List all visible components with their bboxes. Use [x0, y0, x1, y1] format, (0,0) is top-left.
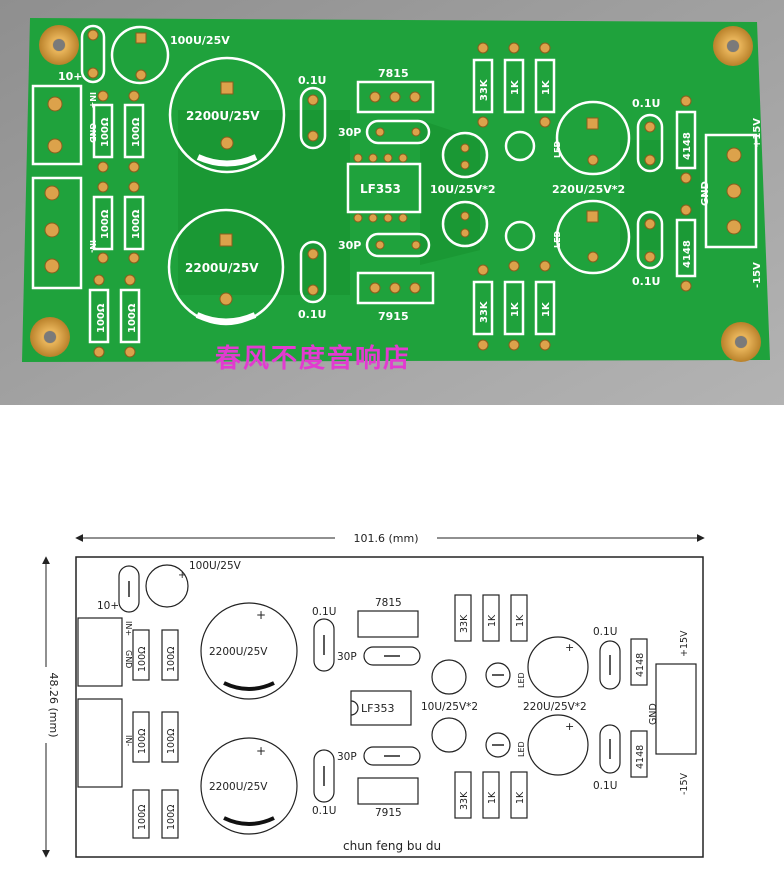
- photo-label-r1k-c: 1K: [510, 301, 521, 317]
- solder-pads: [44, 29, 742, 358]
- photo-label-r100-e: 100Ω: [96, 303, 107, 333]
- drawing-label-reg-top: 7815: [375, 597, 402, 609]
- drawing-label-in-minus: IN-: [124, 735, 133, 746]
- photo-label-r1k-b: 1K: [541, 79, 552, 95]
- photo-label-r1k-d: 1K: [541, 301, 552, 317]
- photo-label-c30-top: 30P: [338, 126, 361, 139]
- svg-text:+: +: [565, 641, 574, 654]
- photo-label-r100-f: 100Ω: [127, 303, 138, 333]
- photo-watermark: 春风不度音响店: [215, 343, 411, 374]
- photo-label-in-plus: IN+: [88, 92, 97, 108]
- drawing-label-r1k-c: 1K: [487, 791, 498, 804]
- drawing-label-r1k-b: 1K: [515, 614, 526, 627]
- photo-label-gnd: GND: [700, 181, 711, 206]
- drawing-label-r100-e: 100Ω: [137, 805, 148, 830]
- photo-label-r100-d: 100Ω: [131, 209, 142, 239]
- photo-label-r100-b: 100Ω: [131, 117, 142, 147]
- drawing-label-plus15: +15V: [679, 630, 690, 657]
- drawing-label-r100-d: 100Ω: [166, 729, 177, 754]
- drawing-label-c100: 100U/25V: [189, 560, 242, 572]
- photo-label-c01-bottom: 0.1U: [298, 308, 326, 321]
- photo-label-reg-bottom: 7915: [378, 310, 409, 323]
- polarity-plus-marks: + + + + +: [178, 570, 574, 758]
- svg-text:+: +: [256, 608, 266, 622]
- photo-label-c01-right-top: 0.1U: [632, 97, 660, 110]
- width-dimension: 101.6 (mm): [353, 532, 418, 545]
- photo-label-opamp: LF353: [360, 182, 401, 196]
- drawing-label-reg-bottom: 7915: [375, 807, 402, 819]
- photo-label-cap-top: 2200U/25V: [186, 109, 260, 123]
- drawing-label-r100-f: 100Ω: [166, 805, 177, 830]
- drawing-label-r33k-top: 33K: [459, 614, 470, 633]
- silkscreen: [31, 24, 758, 344]
- svg-text:+: +: [256, 744, 266, 758]
- height-dimension: 48.26 (mm): [47, 672, 60, 737]
- drawing-footer: chun feng bu du: [343, 839, 441, 853]
- drawing-label-c10: 10+: [97, 600, 119, 612]
- drawing-label-c220x2: 220U/25V*2: [523, 701, 587, 713]
- photo-label-r100-c: 100Ω: [100, 209, 111, 239]
- svg-text:+: +: [565, 720, 574, 733]
- pcb-photo: 100U/25V 10+ 2200U/25V 2200U/25V 0.1U 0.…: [0, 0, 784, 405]
- drawing-label-r33k-bottom: 33K: [459, 791, 470, 810]
- photo-label-r1k-a: 1K: [510, 79, 521, 95]
- drawing-label-gnd: GND: [648, 703, 659, 725]
- photo-label-r33k-top: 33K: [479, 78, 490, 101]
- drawing-label-r1k-d: 1K: [515, 791, 526, 804]
- drawing-label-minus15: -15V: [679, 772, 690, 795]
- drawing-label-led-bottom: LED: [517, 741, 526, 757]
- photo-label-c100: 100U/25V: [170, 34, 230, 47]
- photo-label-cap-bottom: 2200U/25V: [185, 261, 259, 275]
- polarity-marks: [223, 681, 275, 826]
- drawing-label-c30-bottom: 30P: [337, 751, 357, 763]
- photo-label-d4148-bottom: 4148: [682, 240, 693, 268]
- photo-label-led-top: LED: [553, 140, 562, 158]
- photo-label-c30-bottom: 30P: [338, 239, 361, 252]
- drawing-label-c01-top: 0.1U: [312, 606, 336, 618]
- photo-label-c220x2: 220U/25V*2: [552, 183, 625, 196]
- photo-label-minus15: -15V: [752, 262, 763, 288]
- drawing-label-r1k-a: 1K: [487, 614, 498, 627]
- drawing-label-cap-bottom: 2200U/25V: [209, 781, 268, 793]
- photo-label-c10: 10+: [58, 70, 83, 83]
- photo-label-led-bottom: LED: [553, 230, 562, 248]
- drawing-label-d4148-bottom: 4148: [635, 745, 646, 769]
- drawing-label-r100-a: 100Ω: [137, 647, 148, 672]
- drawing-label-c01-right-bottom: 0.1U: [593, 780, 617, 792]
- drawing-label-c01-right-top: 0.1U: [593, 626, 617, 638]
- photo-label-in-minus: IN-: [88, 240, 97, 253]
- drawing-label-r100-b: 100Ω: [166, 647, 177, 672]
- drawing-label-in-gnd: GND: [124, 650, 133, 668]
- drawing-label-c10x2: 10U/25V*2: [421, 701, 478, 713]
- photo-label-c10x2: 10U/25V*2: [430, 183, 495, 196]
- drawing-label-r100-c: 100Ω: [137, 729, 148, 754]
- pcb-layout-drawing: 101.6 (mm) 48.26 (mm): [0, 405, 784, 874]
- board-outline: [75, 556, 704, 858]
- svg-text:+: +: [178, 570, 186, 581]
- photo-label-r33k-bottom: 33K: [479, 300, 490, 323]
- photo-label-plus15: +15V: [752, 118, 763, 148]
- component-symbols: [128, 581, 611, 786]
- photo-label-c01-right-bottom: 0.1U: [632, 275, 660, 288]
- drawing-label-in-plus: IN+: [124, 621, 133, 636]
- photo-label-reg-top: 7815: [378, 67, 409, 80]
- drawing-label-opamp: LF353: [361, 702, 394, 715]
- mounting-holes: [30, 25, 761, 362]
- component-outlines: [77, 564, 697, 839]
- photo-label-c01-top: 0.1U: [298, 74, 326, 87]
- drawing-label-cap-top: 2200U/25V: [209, 646, 268, 658]
- drawing-label-d4148-top: 4148: [635, 653, 646, 677]
- drawing-label-c01-bottom: 0.1U: [312, 805, 336, 817]
- drawing-label-c30-top: 30P: [337, 651, 357, 663]
- photo-label-in-gnd: GND: [88, 123, 97, 143]
- drawing-label-led-top: LED: [517, 672, 526, 688]
- photo-label-d4148-top: 4148: [682, 132, 693, 160]
- photo-label-r100-a: 100Ω: [100, 117, 111, 147]
